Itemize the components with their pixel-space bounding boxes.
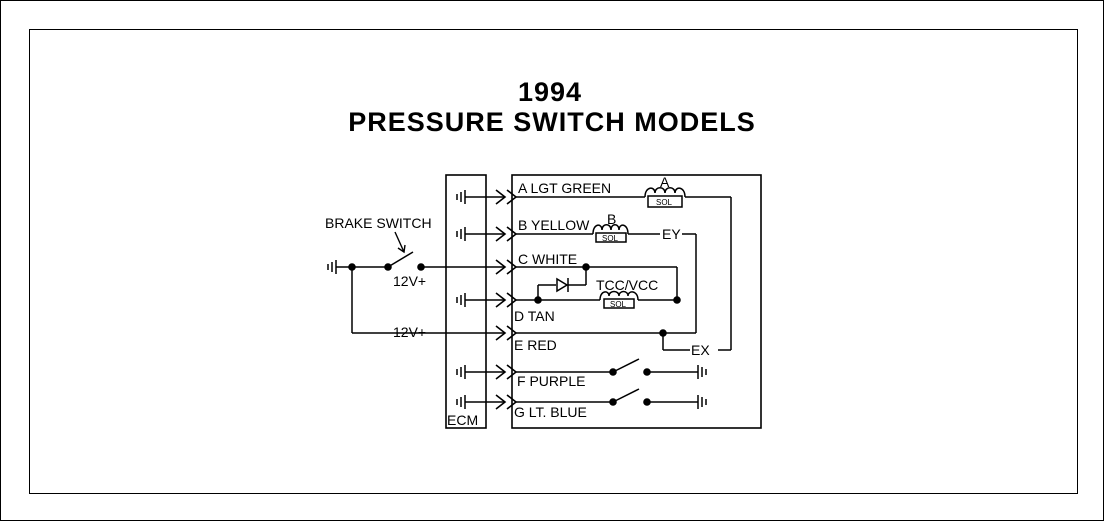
ground-icon xyxy=(456,395,505,409)
ey-label: EY xyxy=(662,226,681,242)
diagram-year: 1994 xyxy=(517,77,583,107)
ecm-box xyxy=(445,174,487,429)
circuit-f-label: F PURPLE xyxy=(517,373,585,389)
solenoid-a-sol-label: SOL xyxy=(656,198,673,207)
ecm-label: ECM xyxy=(447,412,478,428)
circuit-a-label: A LGT GREEN xyxy=(518,180,611,196)
brake-switch-label: BRAKE SWITCH xyxy=(325,215,432,231)
brake-switch-pointer xyxy=(394,231,406,254)
circuit-c-label: C WHITE xyxy=(518,251,577,267)
solenoid-tcc-sol-label: SOL xyxy=(610,300,627,309)
ground-icon xyxy=(456,293,505,307)
solenoid-b-sol-label: SOL xyxy=(602,234,619,243)
ground-icon xyxy=(456,365,505,379)
diode-icon xyxy=(556,277,569,293)
solenoid-b-letter: B xyxy=(607,211,616,227)
ex-label: EX xyxy=(691,342,710,358)
ground-icon xyxy=(697,365,707,379)
solenoid-a-icon xyxy=(644,187,686,208)
voltage-label-brake: 12V+ xyxy=(393,273,426,289)
voltage-label-direct: 12V+ xyxy=(393,324,426,340)
solenoid-tcc-icon xyxy=(599,290,639,309)
circuit-g-label: G LT. BLUE xyxy=(514,404,587,420)
ground-icon xyxy=(456,190,505,204)
ground-icon xyxy=(327,260,340,274)
tcc-vcc-label: TCC/VCC xyxy=(596,277,658,293)
ground-icon xyxy=(697,395,707,409)
junction-dots xyxy=(348,263,681,406)
transmission-box xyxy=(511,174,762,429)
solenoid-b-icon xyxy=(592,224,629,243)
circuit-e-label: E RED xyxy=(514,337,557,353)
ground-icon xyxy=(456,227,505,241)
solenoid-a-letter: A xyxy=(660,174,670,190)
circuit-d-label: D TAN xyxy=(514,308,555,324)
ecm-ground-symbols xyxy=(456,190,505,409)
wires xyxy=(340,196,732,403)
diagram-title: PRESSURE SWITCH MODELS xyxy=(348,107,756,137)
circuit-b-label: B YELLOW xyxy=(518,217,590,233)
diagram-frame xyxy=(29,29,1078,494)
